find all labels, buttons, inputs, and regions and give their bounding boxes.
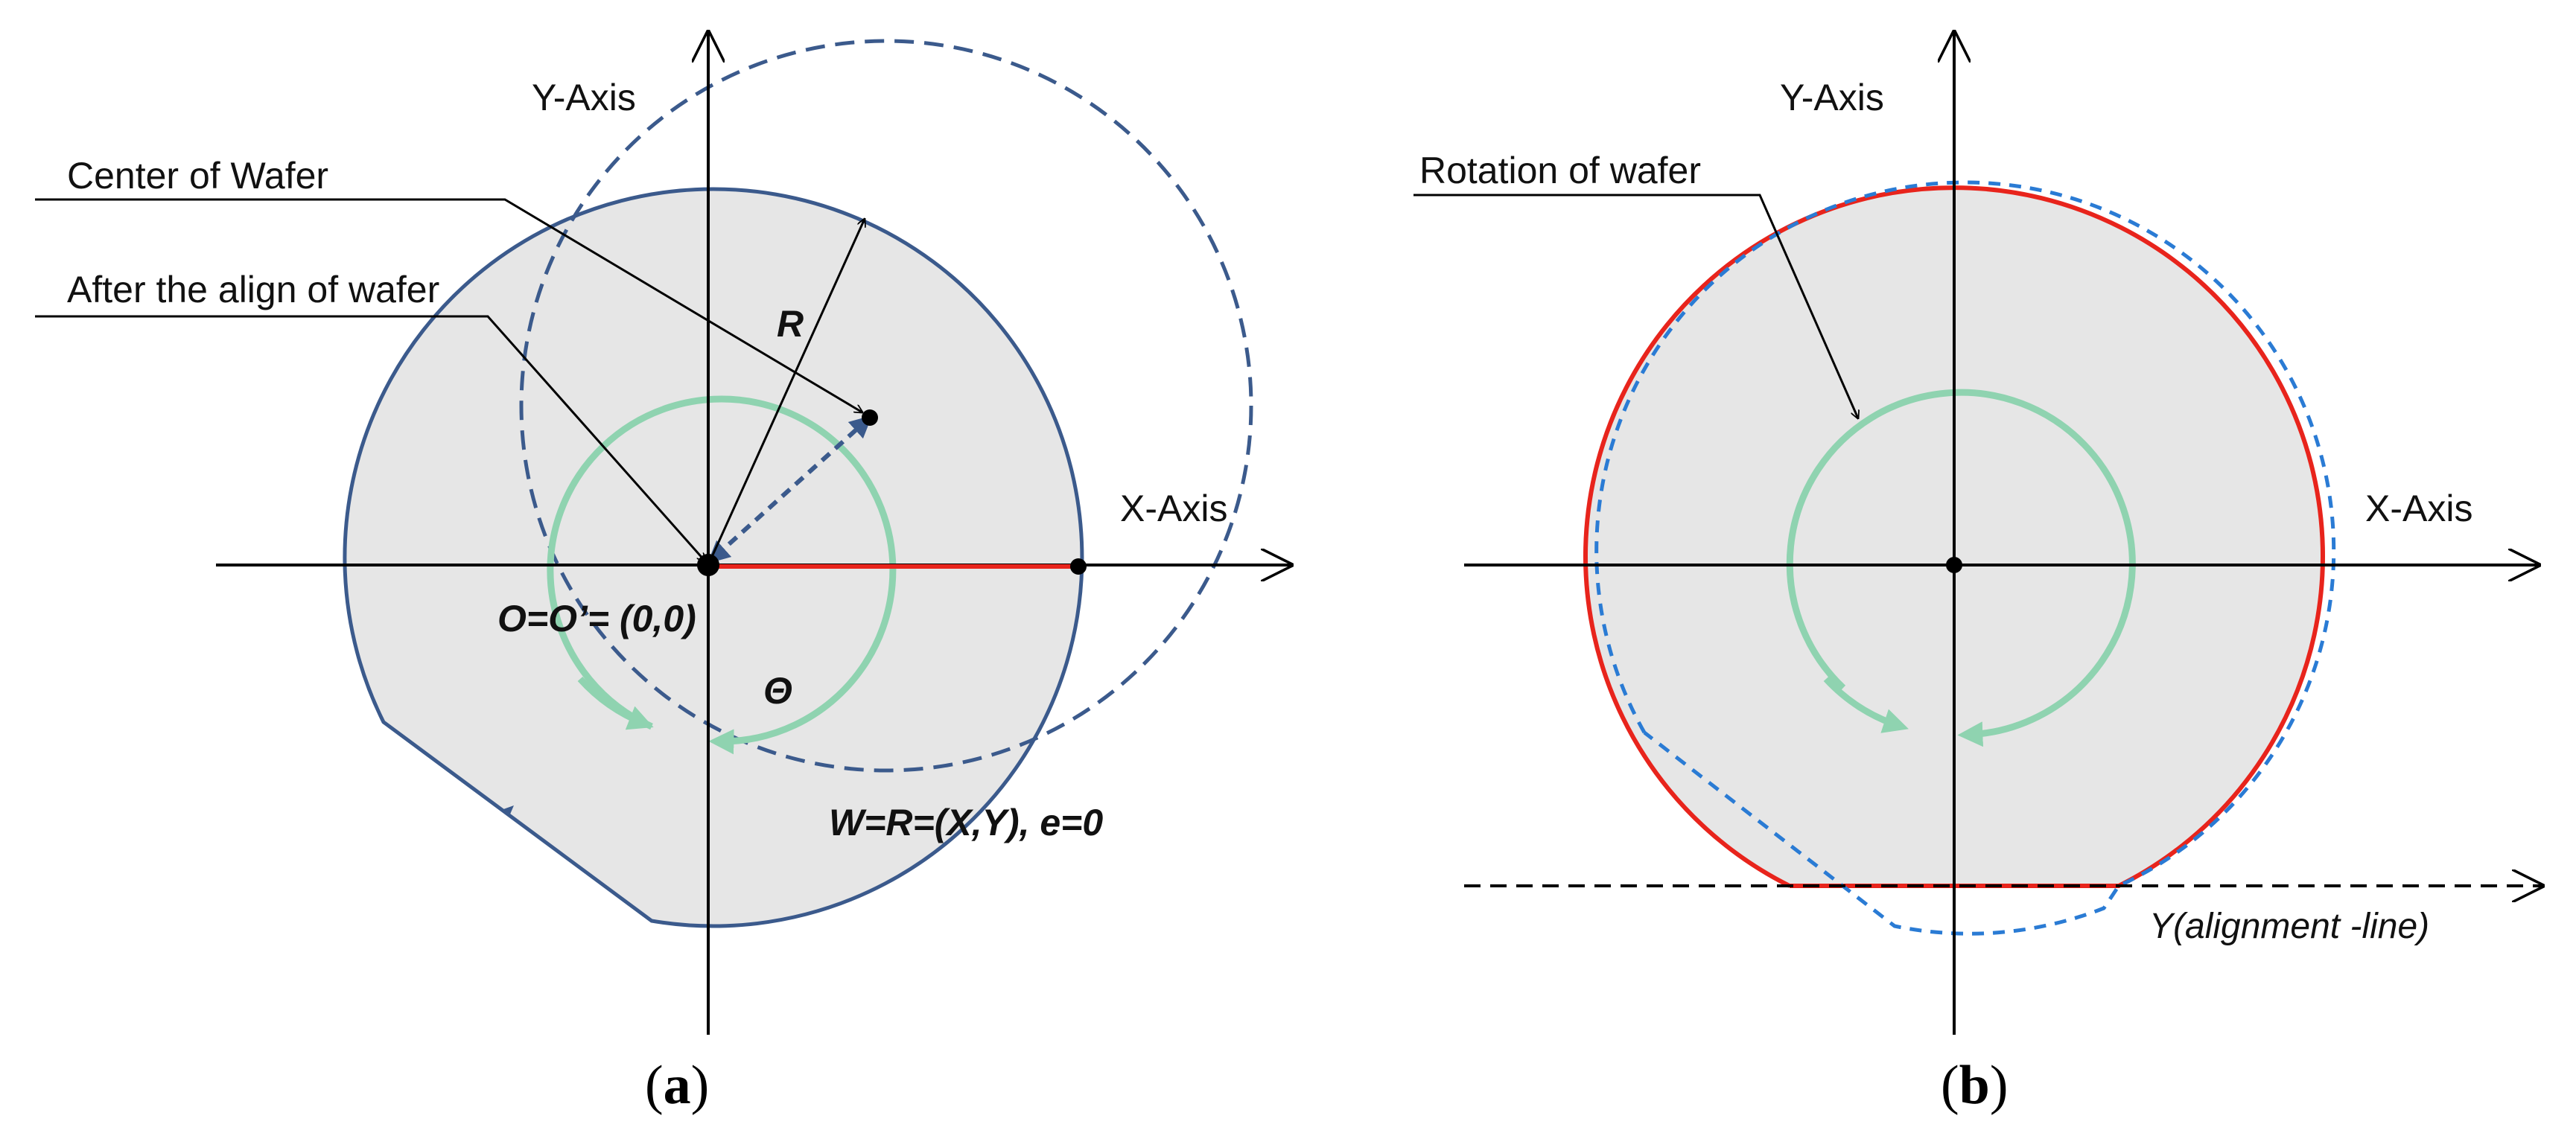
rotation-arrow-b-right (1786, 389, 2136, 747)
w-label: W=R=(X,Y), e=0 (829, 802, 1103, 843)
theta-label: Θ (763, 670, 792, 712)
callout-rotation-label: Rotation of wafer (1419, 150, 1701, 191)
callout-align-label: After the align of wafer (67, 269, 439, 310)
x-axis-label-b: X-Axis (2365, 488, 2472, 529)
wafer-center-point (862, 409, 878, 426)
y-axis-label-b: Y-Axis (1780, 77, 1884, 118)
edge-point-a (1070, 558, 1087, 575)
rotation-arrow-a (547, 395, 897, 755)
alignment-line-label: Y(alignment -line) (2149, 907, 2429, 946)
y-axis-label-a: Y-Axis (532, 77, 636, 118)
x-axis-label-a: X-Axis (1120, 488, 1227, 529)
wafer-outline-blue-dashed-b (1594, 180, 2336, 936)
callout-leader-center (35, 198, 862, 412)
origin-point-a (697, 554, 719, 576)
radius-label: R (777, 303, 804, 345)
origin-label: O=O’= (0,0) (497, 598, 696, 639)
panel-b: Y-Axis X-Axis Rotation of wafer Y(alignm… (1413, 31, 2543, 1116)
rotation-arrow-b-left (1823, 676, 1909, 733)
origin-point-b (1946, 557, 1962, 573)
offset-vector-a (707, 415, 873, 564)
rotation-arrow-a-left (577, 676, 654, 730)
callout-leader-align (35, 315, 705, 561)
radius-line-r (707, 219, 865, 566)
wafer-flat-marker (503, 805, 514, 816)
caption-b: (b) (1941, 1055, 2008, 1116)
panel-a: Y-Axis X-Axis Center of Wafer After the … (35, 31, 1292, 1116)
dashed-circle-a (519, 39, 1253, 773)
caption-a: (a) (645, 1055, 709, 1116)
wafer-outline-red-b (1583, 185, 2325, 888)
callout-center-label: Center of Wafer (67, 155, 328, 197)
callout-leader-rotation (1413, 194, 1858, 418)
